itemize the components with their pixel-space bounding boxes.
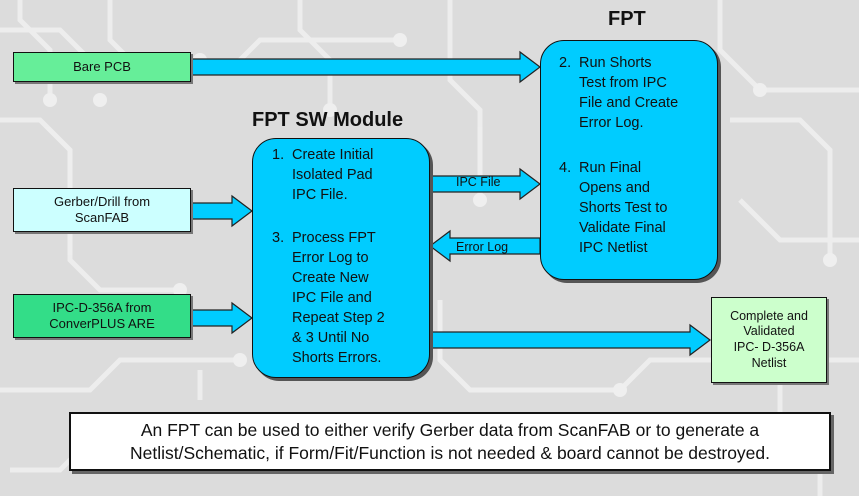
input-ipc-converplus-label: IPC-D-356A from ConverPLUS ARE: [49, 299, 155, 331]
sw-step-1: 1. Create Initial Isolated Pad IPC File.: [272, 145, 422, 205]
arrow-gerber-to-module: [191, 194, 253, 228]
ipc-file-label: IPC File: [456, 175, 501, 189]
output-netlist-label: Complete and Validated IPC- D-356A Netli…: [730, 308, 808, 370]
input-bare-pcb-label: Bare PCB: [73, 58, 131, 74]
output-netlist: Complete and Validated IPC- D-356A Netli…: [711, 297, 827, 383]
sw-step-3: 3. Process FPT Error Log to Create New I…: [272, 228, 422, 368]
fpt-box: [540, 40, 718, 280]
sw-step-1-text: Create Initial Isolated Pad IPC File.: [292, 147, 374, 203]
footnote-box: An FPT can be used to either verify Gerb…: [69, 412, 831, 471]
input-gerber-drill: Gerber/Drill from ScanFAB: [13, 188, 191, 232]
fpt-step-4: 4. Run Final Opens and Shorts Test to Va…: [559, 158, 714, 258]
input-gerber-drill-label: Gerber/Drill from ScanFAB: [53, 193, 151, 225]
fpt-step-2-number: 2.: [559, 55, 572, 71]
fpt-step-4-number: 4.: [559, 160, 572, 176]
arrow-ipc-file: [429, 167, 541, 201]
sw-module-title: FPT SW Module: [252, 109, 404, 131]
fpt-step-2: 2. Run Shorts Test from IPC File and Cre…: [559, 53, 714, 133]
fpt-step-4-text: Run Final Opens and Shorts Test to Valid…: [579, 160, 668, 256]
arrow-ipc-to-module: [191, 301, 253, 335]
fpt-title: FPT: [608, 8, 646, 30]
sw-step-3-number: 3.: [272, 230, 285, 246]
sw-module-box: [252, 138, 430, 378]
sw-step-3-text: Process FPT Error Log to Create New IPC …: [292, 230, 385, 366]
input-ipc-converplus: IPC-D-356A from ConverPLUS ARE: [13, 294, 191, 338]
fpt-step-2-text: Run Shorts Test from IPC File and Create…: [579, 55, 679, 131]
sw-step-1-number: 1.: [272, 147, 285, 163]
error-log-label: Error Log: [456, 240, 509, 254]
arrow-module-to-output: [429, 323, 711, 357]
arrow-error-log: [429, 229, 541, 263]
arrow-bare-pcb-to-fpt: [191, 50, 541, 84]
input-bare-pcb: Bare PCB: [13, 52, 191, 82]
